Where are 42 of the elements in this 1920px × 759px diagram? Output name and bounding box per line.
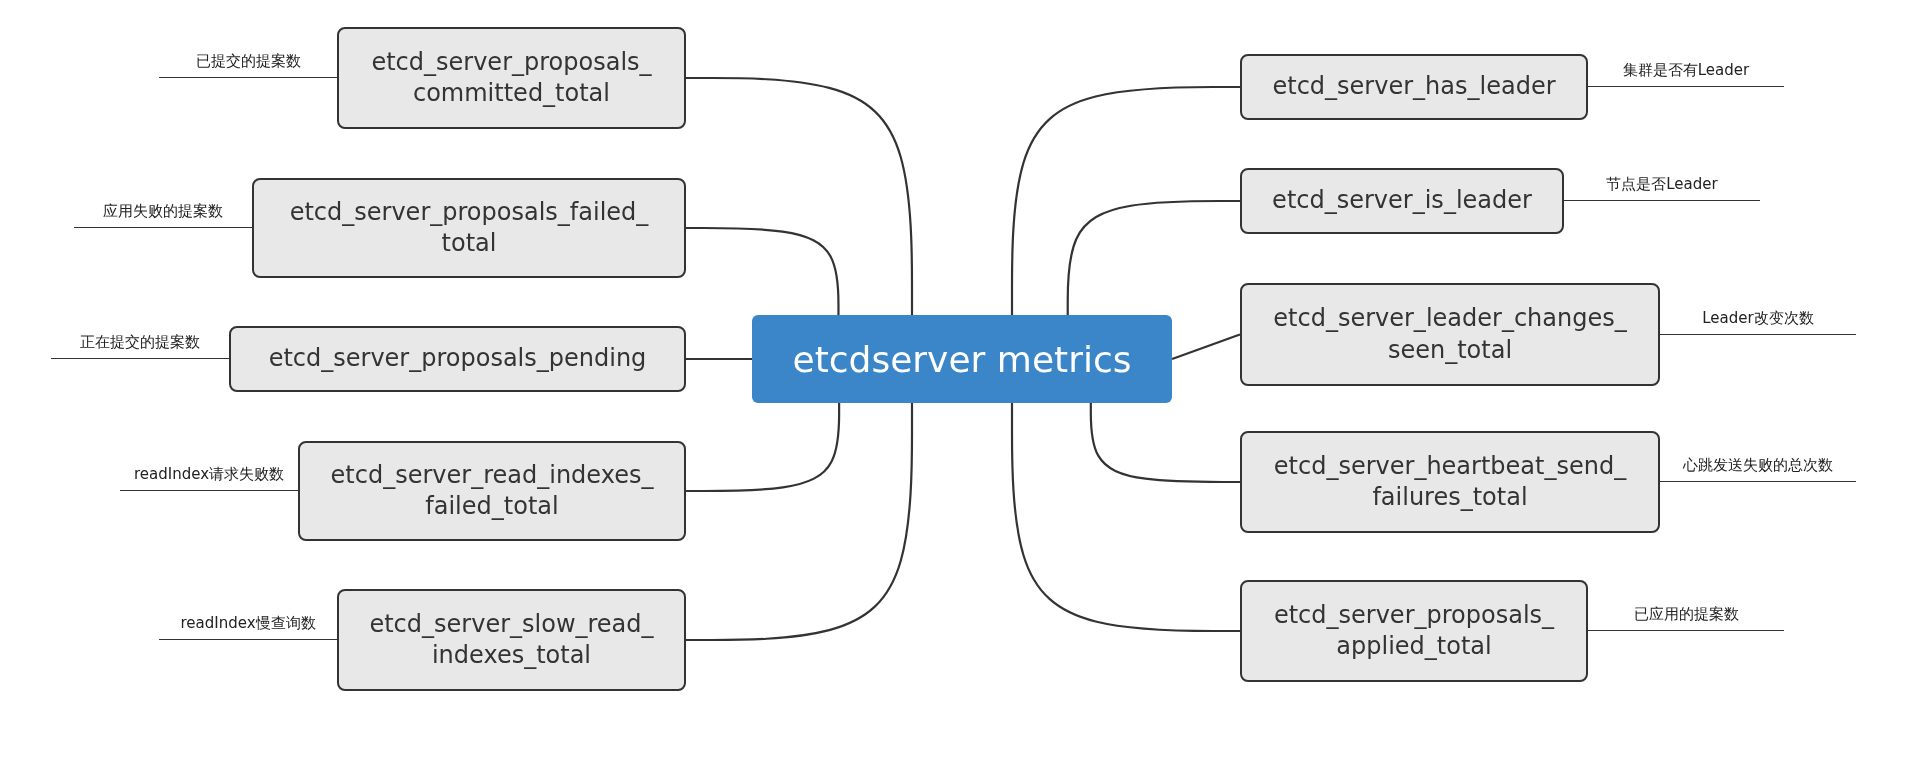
annotation-text: readIndex请求失败数 xyxy=(120,465,298,491)
annotation-text: 已应用的提案数 xyxy=(1588,605,1784,631)
annotation-text: Leader改变次数 xyxy=(1660,308,1856,335)
branch-line xyxy=(686,76,914,315)
node-label: etcd_server_leader_changes_seen_total xyxy=(1272,303,1628,366)
topic-box xyxy=(337,589,686,691)
branch-line xyxy=(686,226,840,315)
annotation-text: 集群是否有Leader xyxy=(1588,61,1784,87)
branch-line xyxy=(686,357,752,361)
annotation-text: 正在提交的提案数 xyxy=(51,333,229,359)
branch-line xyxy=(686,403,841,493)
topic-box xyxy=(1240,431,1660,533)
node-label: etcd_server_proposals_applied_total xyxy=(1272,599,1556,662)
node-label: etcd_server_has_leader xyxy=(1272,71,1556,103)
node-label: etcd_server_slow_read_indexes_total xyxy=(368,608,655,671)
topic-box xyxy=(1240,283,1660,386)
branch-line xyxy=(686,403,914,642)
topic-box xyxy=(229,326,686,392)
node-label: etcd_server_is_leader xyxy=(1272,185,1532,217)
central-topic xyxy=(752,315,1172,403)
topic-box xyxy=(1240,580,1588,682)
annotation-text: 心跳发送失败的总次数 xyxy=(1660,456,1856,482)
node-label: etcd_server_proposals_failed_total xyxy=(288,196,650,259)
topic-box xyxy=(337,27,686,129)
branch-line xyxy=(1089,403,1240,484)
node-label: etcd_server_proposals_pending xyxy=(268,343,647,375)
branch-line xyxy=(1010,403,1240,633)
annotation-text: 节点是否Leader xyxy=(1564,175,1760,201)
node-label: etcdserver metrics xyxy=(792,338,1132,380)
branch-line xyxy=(1171,333,1241,361)
annotation-text: readIndex慢查询数 xyxy=(159,614,337,640)
topic-box xyxy=(1240,168,1564,234)
node-label: etcd_server_proposals_committed_total xyxy=(370,46,653,109)
topic-box xyxy=(298,441,686,541)
topic-box xyxy=(252,178,686,278)
node-label: etcd_server_heartbeat_send_failures_total xyxy=(1272,450,1628,513)
annotation-text: 应用失败的提案数 xyxy=(74,202,252,228)
branch-line xyxy=(1010,85,1240,315)
annotation-text: 已提交的提案数 xyxy=(159,52,337,78)
branch-line xyxy=(1066,199,1240,315)
node-label: etcd_server_read_indexes_failed_total xyxy=(329,459,655,522)
topic-box xyxy=(1240,54,1588,120)
